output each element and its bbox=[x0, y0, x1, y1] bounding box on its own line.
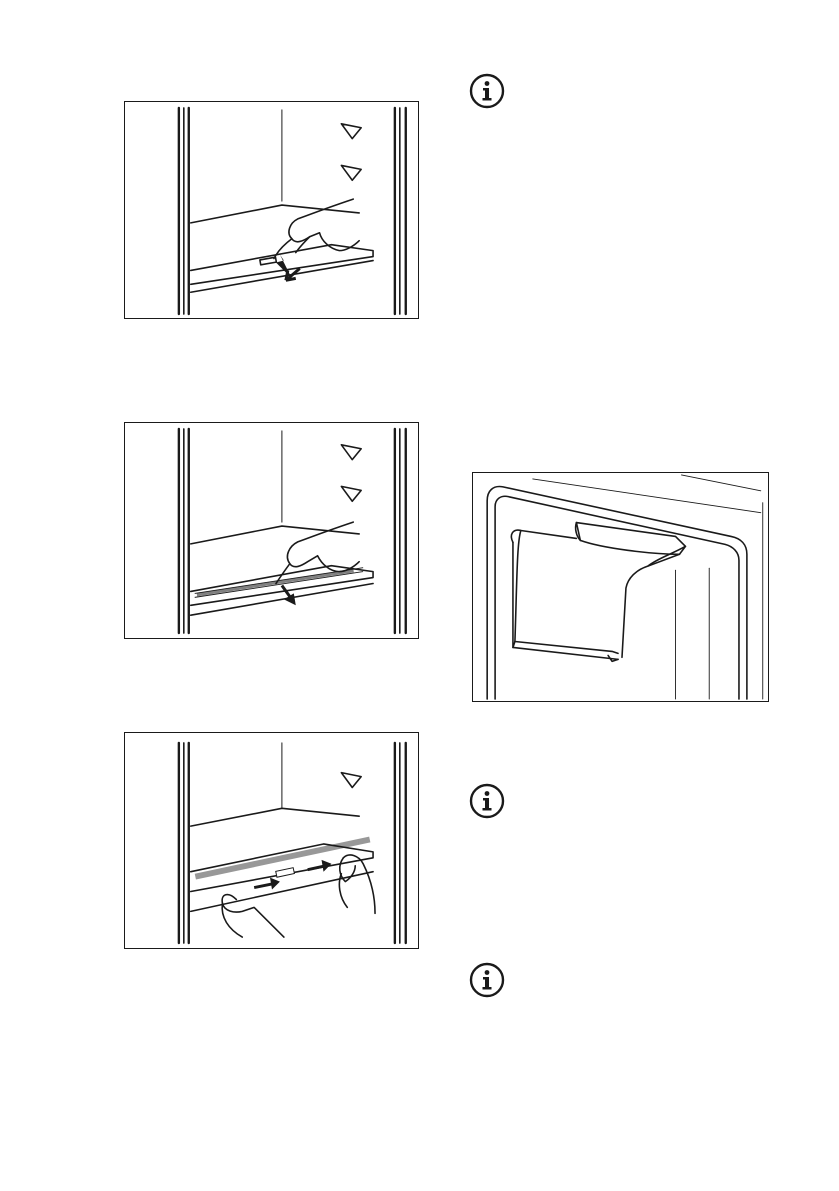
figure-shelf-remove bbox=[124, 732, 419, 949]
dispenser-recess-illustration bbox=[473, 473, 768, 701]
figure-shelf-latch-press bbox=[124, 101, 419, 319]
info-icon bbox=[469, 73, 505, 109]
figure-shelf-pull bbox=[124, 422, 419, 639]
fridge-shelf-pull-illustration bbox=[125, 423, 418, 638]
figure-dispenser-recess bbox=[472, 472, 769, 702]
info-icon bbox=[469, 783, 505, 819]
fridge-shelf-remove-illustration bbox=[125, 733, 418, 948]
fridge-shelf-press-illustration bbox=[125, 102, 418, 318]
info-icon bbox=[469, 962, 505, 998]
